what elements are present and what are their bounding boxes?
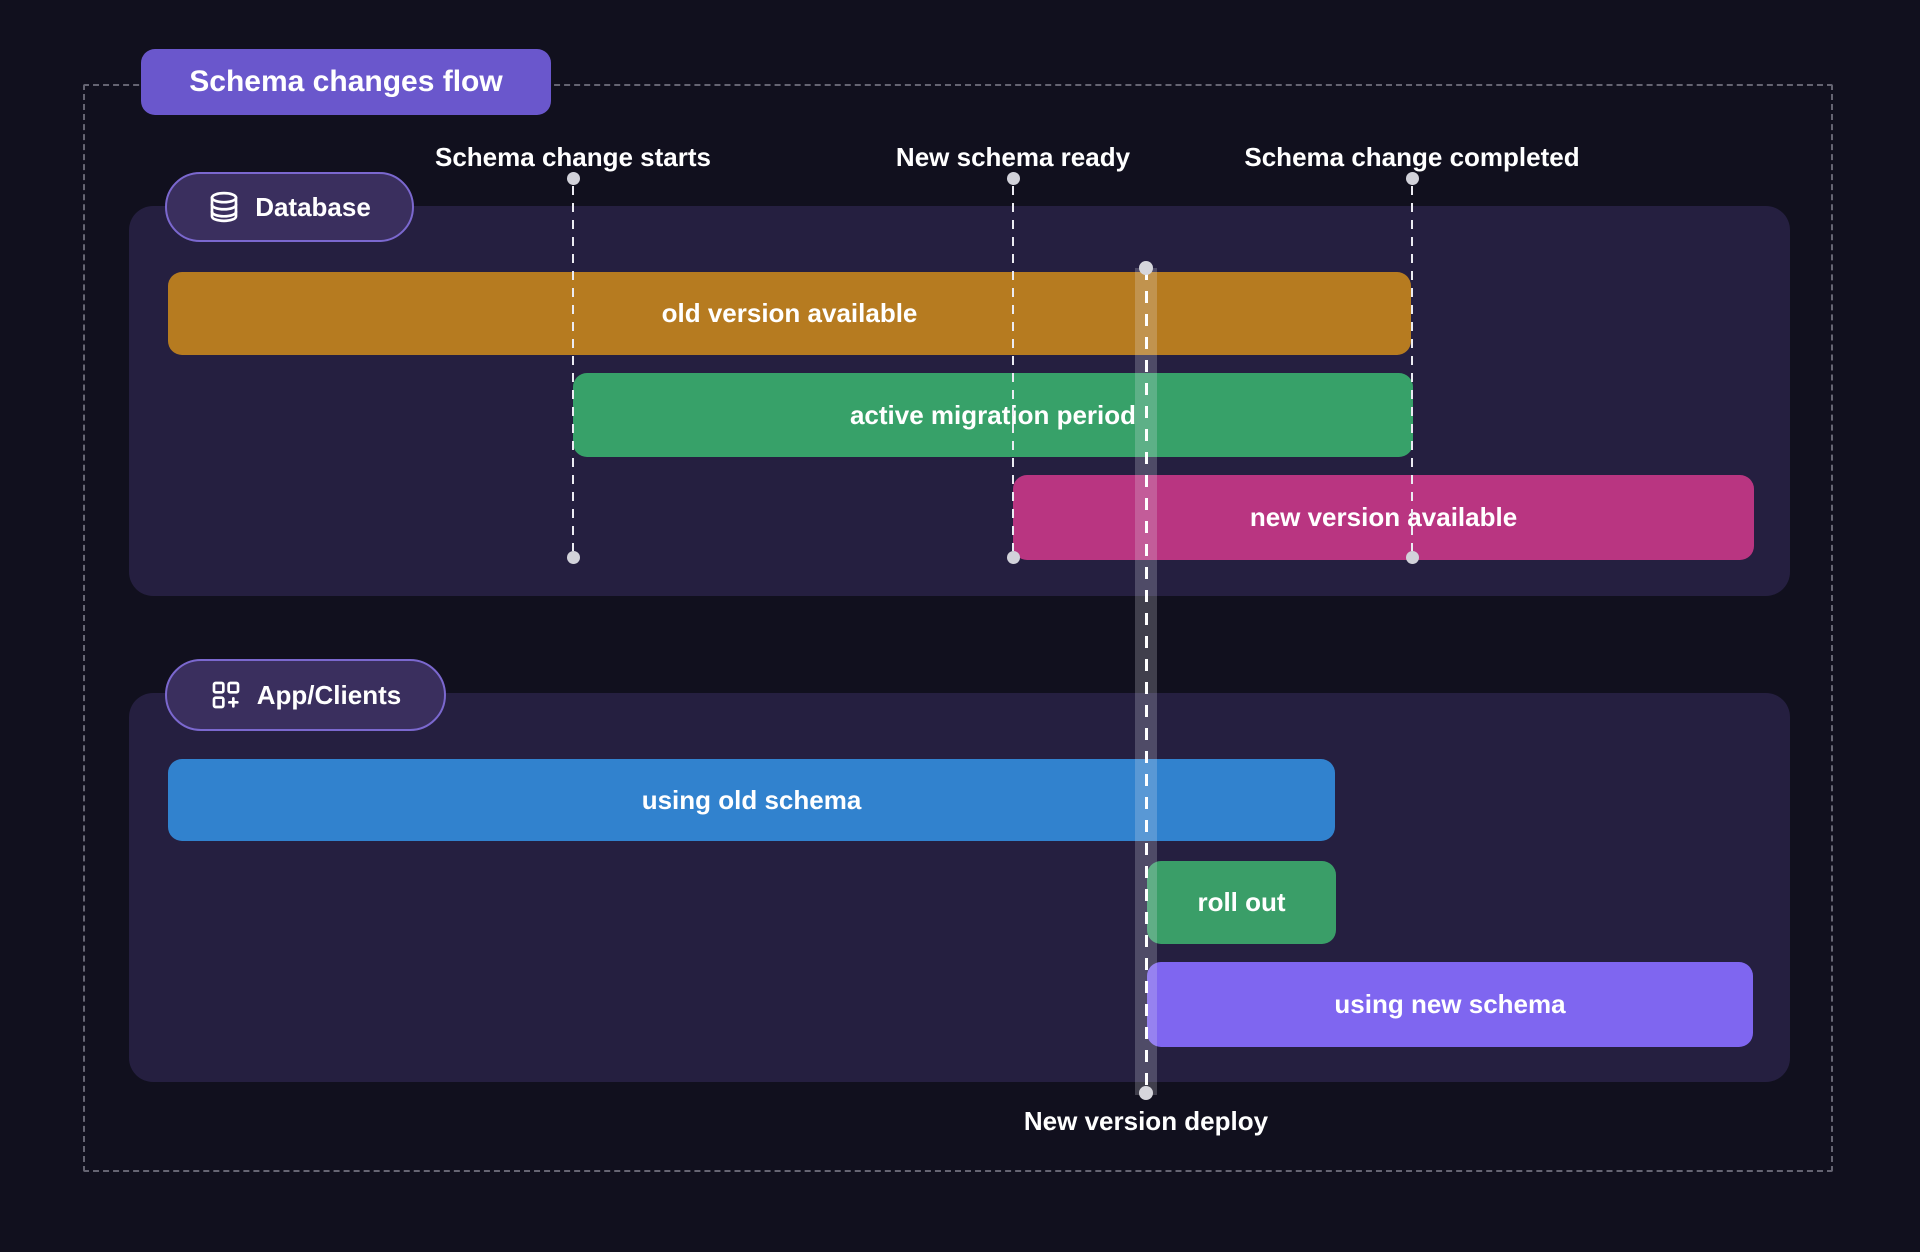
deploy-dashed-line (1144, 268, 1148, 1095)
bar-old-version-available: old version available (168, 272, 1411, 355)
milestone-guide-line (1012, 186, 1014, 551)
deploy-label: New version deploy (1023, 1106, 1269, 1136)
bar-label: roll out (1197, 887, 1286, 917)
database-badge-label: Database (255, 191, 371, 222)
bar-label: old version available (661, 298, 918, 328)
bar-new-version-available: new version available (1013, 475, 1754, 560)
milestone-dot-bottom (1405, 551, 1419, 564)
page-title: Schema changes flow (189, 65, 503, 98)
app-clients-badge-label: App/Clients (256, 679, 402, 710)
milestone-label: Schema change completed (1244, 142, 1580, 172)
bar-roll-out: roll out (1147, 861, 1336, 944)
milestone-dot-bottom (566, 551, 580, 564)
milestone-dot-top (566, 172, 580, 185)
milestone-guide-line (1411, 186, 1413, 551)
database-badge: Database (165, 172, 414, 242)
milestone-label: New schema ready (895, 142, 1131, 172)
bar-using-old-schema: using old schema (168, 759, 1335, 841)
bar-label: new version available (1249, 502, 1518, 532)
bar-label: using new schema (1334, 989, 1566, 1019)
title-badge: Schema changes flow (141, 49, 551, 115)
deploy-dot-bottom (1139, 1086, 1153, 1100)
milestone-dot-top (1006, 172, 1020, 185)
bar-active-migration-period: active migration period (573, 373, 1413, 457)
apps-add-icon (210, 679, 242, 711)
milestone-label: Schema change starts (434, 142, 712, 172)
database-icon (208, 191, 240, 223)
milestone-guide-line (572, 186, 574, 551)
bar-label: using old schema (641, 784, 862, 815)
bar-using-new-schema: using new schema (1147, 962, 1753, 1047)
milestone-dot-bottom (1006, 551, 1020, 564)
diagram-dashed-frame (83, 84, 1833, 1172)
milestone-dot-top (1405, 172, 1419, 185)
app-clients-badge: App/Clients (165, 659, 446, 731)
bar-label: active migration period (849, 399, 1137, 430)
deploy-dot-top (1139, 261, 1153, 275)
